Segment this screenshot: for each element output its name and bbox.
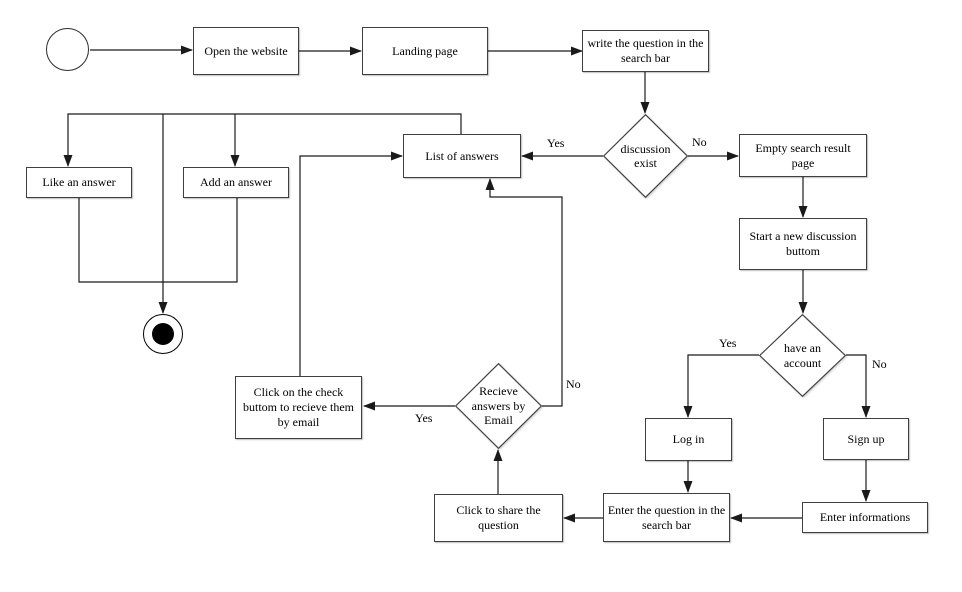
node-log-in-label: Log in (672, 432, 705, 446)
edge-label-discussion-yes: Yes (547, 136, 565, 150)
decision-have-account-shape (759, 314, 846, 397)
node-list-answers: List of answers (403, 134, 521, 178)
node-click-share-label: Click to share the question (456, 503, 541, 532)
edge-account-no-to-sign-up (846, 354, 871, 418)
decision-discussion-exist: discussion exist (603, 114, 688, 198)
node-click-check: Click on the check buttom to recieve the… (235, 376, 362, 439)
node-write-question: write the question in the search bar (582, 30, 709, 72)
edge-account-yes-to-log-in (683, 354, 759, 418)
edge-label-account-no: No (872, 357, 887, 371)
edge-label-account-yes: Yes (719, 336, 737, 350)
edge-answers-join-to-end (78, 198, 238, 283)
node-landing-page: Landing page (362, 27, 488, 75)
node-write-question-label: write the question in the search bar (587, 36, 704, 65)
node-empty-search: Empty search result page (739, 134, 867, 177)
node-enter-informations: Enter informations (802, 502, 928, 533)
decision-recieve-answers: Recieve answers by Email (455, 363, 542, 449)
node-enter-informations-label: Enter informations (819, 510, 911, 524)
decision-recieve-answers-label: Recieve answers by Email (471, 384, 526, 428)
decision-discussion-exist-label: discussion exist (620, 141, 671, 170)
start-node (46, 28, 89, 71)
node-open-website-label: Open the website (204, 43, 288, 58)
node-log-in: Log in (645, 418, 732, 461)
node-add-answer: Add an answer (183, 167, 289, 198)
node-start-discussion: Start a new discussion buttom (739, 218, 867, 270)
node-enter-question: Enter the question in the search bar (603, 493, 730, 542)
node-like-answer: Like an answer (26, 167, 132, 198)
edge-label-recieve-no: No (566, 377, 581, 391)
node-landing-page-label: Landing page (392, 43, 458, 58)
end-node (143, 314, 183, 354)
node-enter-question-label: Enter the question in the search bar (607, 502, 726, 532)
edge-recieve-no-to-list-answers (485, 178, 563, 407)
node-list-answers-label: List of answers (425, 148, 499, 163)
edge-list-answers-to-like-answer (63, 113, 462, 167)
decision-recieve-answers-shape (455, 363, 542, 449)
end-node-inner-dot (152, 323, 174, 345)
decision-have-account-label: have an account (783, 341, 822, 370)
node-empty-search-label: Empty search result page (755, 140, 851, 170)
node-like-answer-label: Like an answer (42, 175, 116, 189)
edge-click-check-to-list-answers (299, 151, 403, 376)
edge-label-recieve-yes: Yes (415, 411, 433, 425)
decision-have-account: have an account (759, 314, 846, 397)
node-sign-up: Sign up (823, 418, 909, 460)
node-start-discussion-label: Start a new discussion buttom (749, 229, 857, 258)
node-click-check-label: Click on the check buttom to recieve the… (243, 385, 354, 429)
node-sign-up-label: Sign up (847, 431, 885, 446)
decision-discussion-exist-shape (603, 114, 688, 198)
edge-label-discussion-no: No (692, 135, 707, 149)
node-add-answer-label: Add an answer (200, 175, 272, 189)
node-click-share: Click to share the question (434, 494, 563, 542)
node-open-website: Open the website (193, 27, 299, 75)
